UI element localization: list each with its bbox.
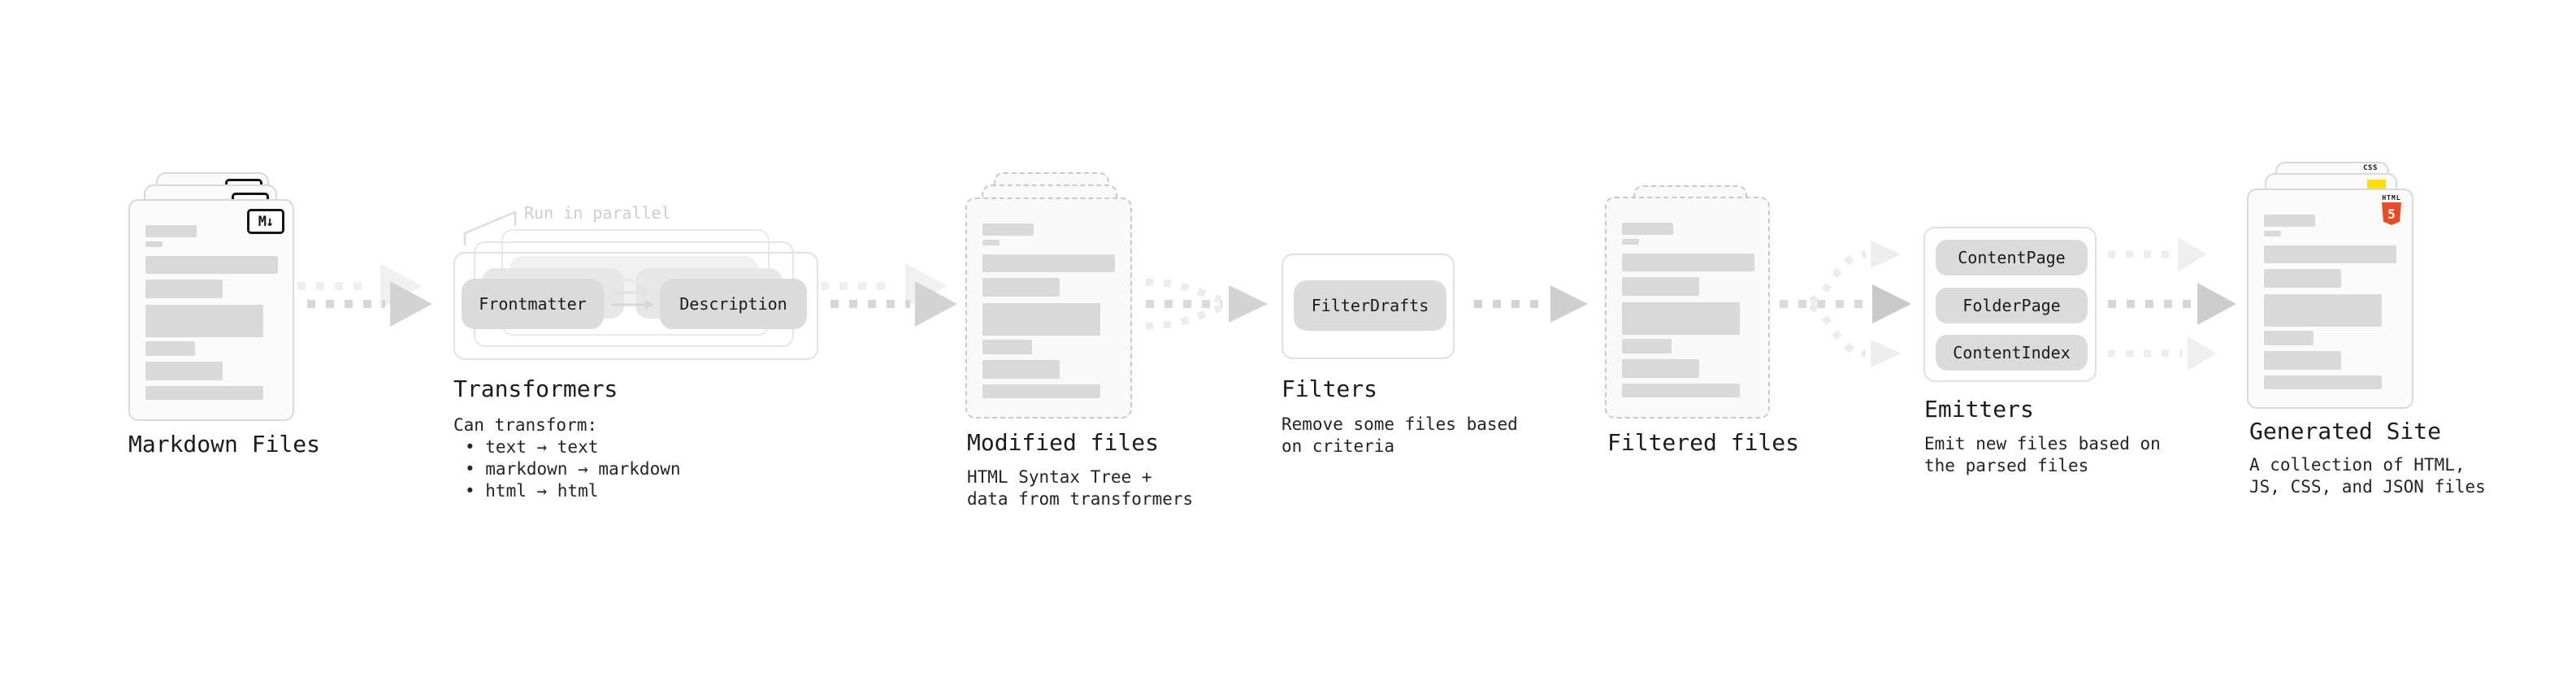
- bullet-item: • html → html: [465, 481, 599, 501]
- transformers-label: Transformers: [453, 375, 618, 402]
- arrow-filtered-to-emitters-split: [1780, 241, 1911, 367]
- can-transform-title: Can transform:: [453, 415, 598, 435]
- filterdrafts-pill: FilterDrafts: [1294, 280, 1446, 331]
- emitters-sublabel: Emit new files based on the parsed files: [1924, 434, 2161, 475]
- filtered-file-card-front: [1605, 197, 1770, 419]
- modified-file-card-front: [965, 197, 1132, 419]
- html5-shield: 5: [2382, 202, 2401, 225]
- skeleton-bar: [145, 341, 195, 356]
- skeleton-bar: [982, 384, 1100, 398]
- filters-sublabel: Remove some files based on criteria: [1281, 414, 1518, 456]
- skeleton-bar: [145, 386, 263, 400]
- document-skeleton: [2249, 190, 2412, 407]
- markdown-files-label: Markdown Files: [128, 431, 321, 458]
- skeleton-bar: [982, 223, 1034, 236]
- arrow-markdown-to-transformers: [297, 263, 432, 327]
- skeleton-bar: [145, 225, 197, 237]
- skeleton-bar: [1622, 239, 1639, 245]
- arrow-emitters-to-generated: [2108, 237, 2236, 371]
- js-file-icon: [2367, 180, 2386, 190]
- generated-site-sublabel: A collection of HTML, JS, CSS, and JSON …: [2249, 455, 2486, 497]
- markdown-files-stack: M↓ M↓ M↓: [128, 172, 294, 421]
- skeleton-bar: [2264, 215, 2315, 227]
- modified-files-sublabel: HTML Syntax Tree + data from transformer…: [967, 467, 1194, 509]
- skeleton-bar: [2264, 375, 2382, 389]
- arrow-transformers-to-modified: [821, 263, 957, 327]
- emitters-label: Emitters: [1924, 396, 2034, 423]
- document-skeleton: [1607, 198, 1768, 417]
- transformer-box-front: [453, 252, 818, 360]
- skeleton-bar: [1622, 384, 1740, 397]
- skeleton-bar: [145, 362, 223, 380]
- skeleton-bar: [1622, 359, 1699, 378]
- skeleton-bar: [1622, 223, 1673, 235]
- filters-panel: FilterDrafts: [1281, 254, 1455, 359]
- skeleton-bar: [145, 305, 263, 337]
- document-skeleton: [967, 199, 1130, 417]
- contentpage-pill: ContentPage: [1936, 240, 2088, 275]
- skeleton-bar: [982, 340, 1032, 354]
- skeleton-bar: [2264, 331, 2314, 345]
- filters-label: Filters: [1281, 375, 1378, 402]
- skeleton-bar: [2264, 294, 2382, 327]
- bullet-item: • text → text: [465, 437, 599, 457]
- skeleton-bar: [982, 303, 1100, 336]
- skeleton-bar: [2264, 351, 2341, 370]
- skeleton-bar: [145, 241, 163, 247]
- skeleton-bar: [1622, 339, 1672, 354]
- skeleton-bar: [982, 240, 1000, 245]
- generated-site-stack: CSS HTML 5: [2247, 162, 2413, 409]
- skeleton-bar: [1622, 277, 1699, 296]
- frontmatter-pill: Frontmatter: [462, 279, 604, 329]
- folderpage-pill: FolderPage: [1936, 288, 2088, 323]
- markdown-icon: M↓: [247, 209, 284, 234]
- arrow-modified-to-filters-merge: [1145, 278, 1268, 330]
- skeleton-bar: [982, 278, 1060, 297]
- run-in-parallel-note: Run in parallel: [524, 203, 671, 223]
- contentindex-pill: ContentIndex: [1936, 335, 2088, 371]
- document-skeleton: [130, 201, 293, 419]
- skeleton-bar: [1622, 254, 1754, 271]
- modified-files-label: Modified files: [967, 429, 1160, 456]
- arrow-filters-to-filtered: [1474, 285, 1588, 323]
- html5-icon: HTML 5: [2381, 194, 2402, 225]
- markdown-file-card-front: M↓: [128, 199, 294, 421]
- skeleton-bar: [982, 254, 1115, 272]
- skeleton-bar: [145, 256, 278, 274]
- generated-site-label: Generated Site: [2249, 418, 2442, 445]
- skeleton-bar: [2264, 231, 2281, 236]
- modified-files-stack: [965, 172, 1132, 419]
- skeleton-bar: [2264, 245, 2396, 263]
- transformers-description: Can transform: • text → text • markdown …: [453, 414, 681, 502]
- skeleton-bar: [982, 360, 1060, 379]
- skeleton-bar: [1622, 302, 1740, 335]
- emitters-panel: ContentPage FolderPage ContentIndex: [1923, 227, 2097, 382]
- filtered-files-label: Filtered files: [1607, 429, 1800, 456]
- skeleton-bar: [145, 280, 223, 298]
- html-file-card: HTML 5: [2247, 189, 2413, 409]
- skeleton-bar: [2264, 269, 2341, 288]
- filtered-files-stack: [1605, 185, 1770, 419]
- description-pill: Description: [660, 279, 807, 329]
- bullet-item: • markdown → markdown: [465, 459, 681, 479]
